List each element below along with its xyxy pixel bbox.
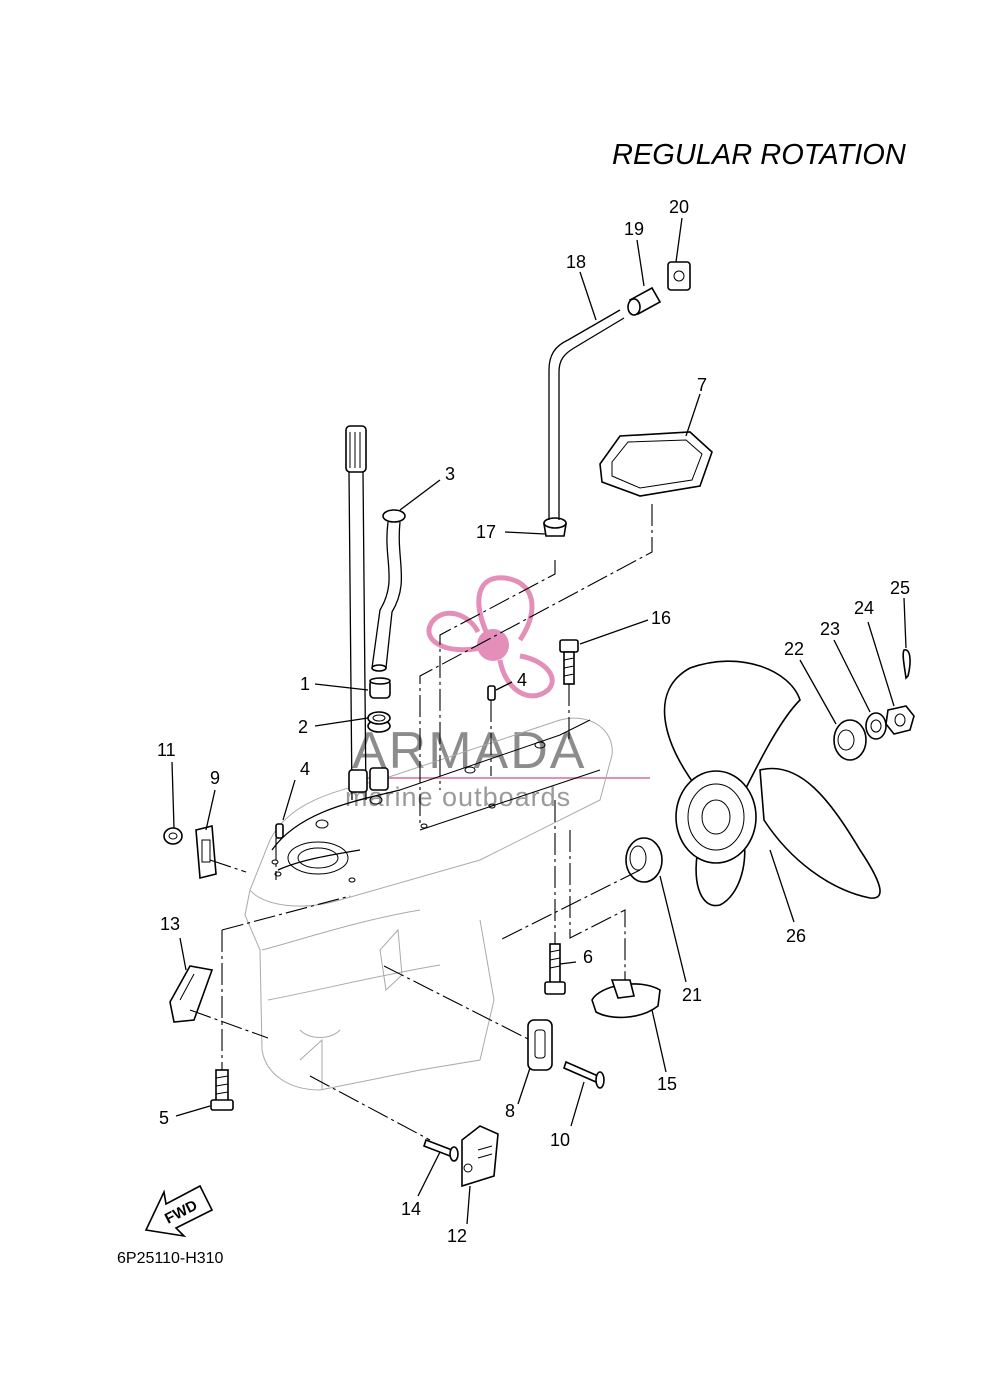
callout-4a: 4 — [300, 759, 310, 779]
part-21-spacer — [625, 837, 663, 883]
callout-19: 19 — [624, 219, 644, 239]
callout-23: 23 — [820, 619, 840, 639]
part-9-anode — [195, 824, 217, 880]
callout-13: 13 — [160, 914, 180, 934]
callout-12: 12 — [447, 1226, 467, 1246]
part-20-clip — [667, 261, 691, 291]
part-14-screw — [422, 1138, 459, 1162]
callout-18: 18 — [566, 252, 586, 272]
part-26-propeller — [663, 660, 881, 907]
callout-4b: 4 — [517, 670, 527, 690]
callout-leaders — [171, 217, 907, 1225]
part-25-cotter-pin — [902, 649, 911, 680]
callout-25: 25 — [890, 578, 910, 598]
part-4-dowel-pin-b — [487, 685, 496, 701]
callout-2: 2 — [298, 717, 308, 737]
diagram-code: 6P25110-H310 — [117, 1250, 224, 1267]
part-24-nut — [885, 705, 915, 735]
part-15-trim-tab — [591, 979, 661, 1019]
callout-14: 14 — [401, 1199, 421, 1219]
callout-9: 9 — [210, 768, 220, 788]
callout-1: 1 — [300, 674, 310, 694]
callout-15: 15 — [657, 1074, 677, 1094]
part-17-grommet — [543, 517, 567, 537]
part-16-bolt — [559, 639, 579, 685]
callout-21: 21 — [682, 985, 702, 1005]
callout-6: 6 — [583, 947, 593, 967]
part-19-sleeve — [627, 286, 662, 316]
callout-labels: 1 2 3 4 4 5 6 7 8 9 10 11 12 13 14 15 16… — [157, 197, 910, 1246]
part-18-tube — [548, 309, 625, 520]
diagram-title: REGULAR ROTATION — [612, 139, 906, 171]
part-8-anode — [527, 1019, 553, 1071]
part-2-seal — [367, 711, 391, 733]
callout-11: 11 — [157, 740, 176, 760]
forward-direction-arrow: FWD — [144, 1184, 214, 1238]
propeller-logo-icon — [426, 575, 555, 699]
water-inlet — [348, 767, 389, 793]
part-4-dowel-pin-a — [275, 823, 284, 839]
callout-8: 8 — [505, 1101, 515, 1121]
part-11-nut — [163, 827, 183, 845]
part-10-screw — [563, 1060, 605, 1089]
part-1-grommet — [369, 677, 391, 699]
callout-26: 26 — [786, 926, 806, 946]
callout-17: 17 — [476, 522, 496, 542]
lower-casing — [244, 717, 613, 1091]
part-3-water-tube — [371, 509, 406, 672]
part-22-washer — [833, 719, 867, 761]
callout-22: 22 — [784, 639, 804, 659]
part-5-bolt — [210, 1069, 234, 1111]
callout-20: 20 — [669, 197, 689, 217]
part-7-gasket — [599, 431, 713, 497]
callout-16: 16 — [651, 608, 671, 628]
assembly-lines — [189, 504, 653, 1141]
drive-shaft — [345, 425, 367, 801]
part-23-washer — [865, 712, 887, 740]
callout-10: 10 — [550, 1130, 570, 1150]
callout-24: 24 — [854, 598, 874, 618]
part-6-bolt — [544, 943, 566, 995]
callout-7: 7 — [697, 375, 707, 395]
callout-3: 3 — [445, 464, 455, 484]
callout-5: 5 — [159, 1108, 169, 1128]
part-13-plate — [169, 965, 214, 1023]
part-12-anode — [461, 1125, 499, 1188]
